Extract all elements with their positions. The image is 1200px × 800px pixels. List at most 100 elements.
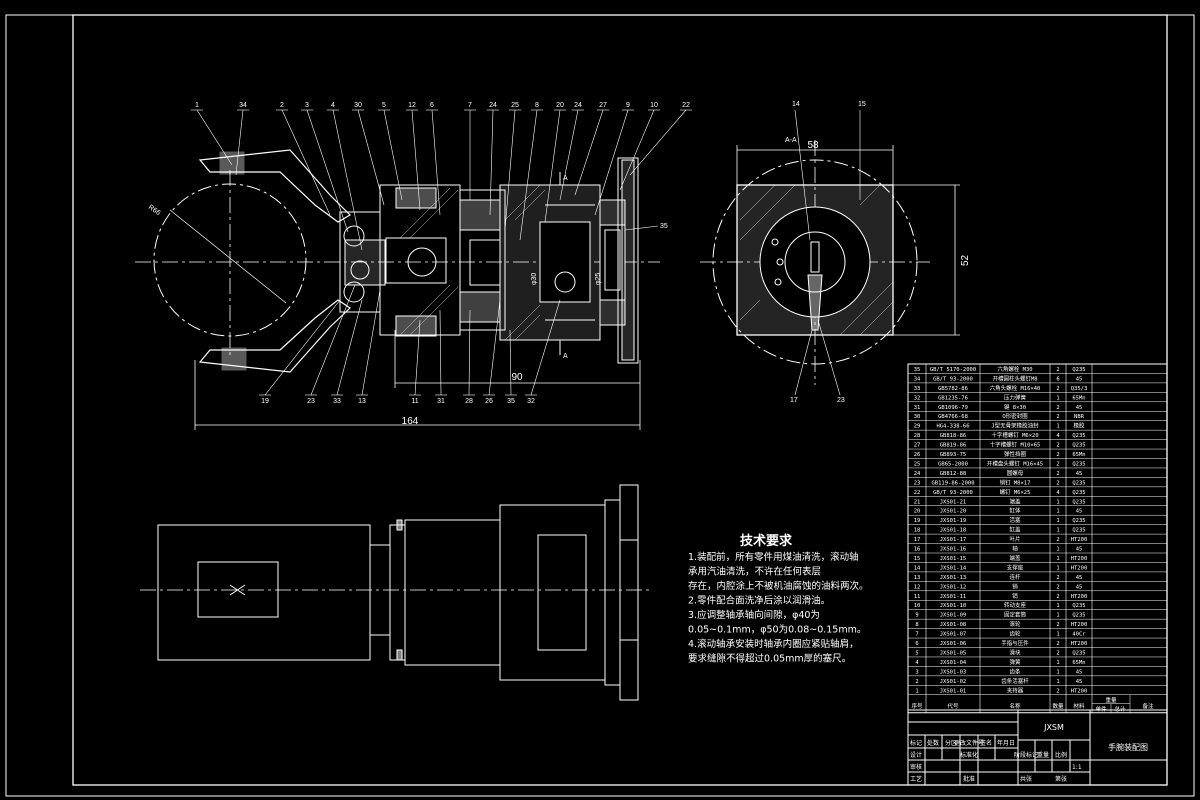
balloon-top-label: 24	[574, 102, 582, 109]
bom-cell: 2	[1056, 688, 1059, 694]
tech-req-line: 2.零件配合面洗净后涂以润滑油。	[688, 595, 830, 607]
bom-cell: 1	[1056, 424, 1059, 430]
balloon-top-label: 12	[408, 102, 416, 109]
bom-cell: 销	[1012, 582, 1018, 590]
bom-cell: 2	[1056, 594, 1059, 600]
title-block	[907, 709, 1168, 786]
bom-cell: 34	[914, 376, 921, 382]
bom-cell: 10	[914, 603, 921, 609]
tb-label: 年月日	[997, 739, 1015, 747]
bom-cell: 40Cr	[1072, 632, 1086, 638]
tb-label: 第张	[1055, 775, 1067, 783]
bom-cell: 65Mn	[1072, 452, 1085, 458]
balloon-top-label: 7	[468, 102, 472, 109]
tb-drawing-name: 手腕装配图	[1108, 742, 1148, 752]
bom-cell: 轴	[1012, 545, 1018, 553]
front-section-view	[135, 149, 660, 430]
bom-cell: 29	[914, 424, 921, 430]
bom-cell: 转动支座	[1004, 601, 1027, 609]
tech-req-line: 要求缝隙不得超过0.05mm厚的塞尺。	[688, 653, 851, 665]
bom-cell: 1	[1056, 547, 1059, 553]
bom-cell: GB819-86	[940, 443, 967, 449]
bom-cell: 4	[915, 660, 919, 666]
dim-overall-length: 164	[402, 416, 419, 427]
balloon-top-label: 9	[626, 102, 630, 109]
balloon-top-label: 22	[682, 102, 690, 109]
bom-cell: 叶片	[1009, 535, 1020, 543]
side-balloon-14: 14	[792, 101, 800, 108]
bom-header-weight: 重量	[1105, 696, 1117, 704]
bom-cell: 2	[1056, 414, 1059, 420]
bom-cell: 22	[914, 490, 921, 496]
tech-req-line: 存在，内腔涂上不被机油腐蚀的油料两次。	[688, 580, 869, 592]
bom-cell: 十字槽螺钉 M6×20	[991, 431, 1038, 439]
callout-35: 35	[660, 223, 668, 230]
bom-cell: JXS01-06	[940, 641, 967, 647]
bom-cell: 24	[914, 471, 921, 477]
tb-school: JXSM	[1043, 723, 1064, 732]
bom-cell: 6	[915, 641, 918, 647]
section-label: A-A	[785, 137, 797, 144]
bom-cell: 1	[1056, 679, 1059, 685]
bom-cell: 1	[1056, 565, 1059, 571]
bom-header-cell: 数量	[1052, 702, 1064, 710]
balloon-top-label: 24	[489, 102, 497, 109]
bom-cell: 45	[1076, 376, 1083, 382]
bom-cell: 65Mn	[1072, 395, 1085, 401]
bom-cell: GB893-75	[940, 452, 967, 458]
bom-cell: GB818-86	[940, 433, 967, 439]
bom-cell: 齿条活塞杆	[1001, 677, 1029, 685]
bom-cell: 45	[1076, 575, 1083, 581]
bom-cell: GB812-88	[940, 471, 967, 477]
bom-cell: Q235	[1072, 603, 1085, 609]
bom-cell: JXS01-21	[940, 499, 967, 505]
bom-cell: 23	[914, 480, 921, 486]
tb-label: 标记	[910, 739, 922, 747]
bom-cell: Q235	[1072, 367, 1085, 373]
bom-cell: 2	[1056, 622, 1059, 628]
tb-labels: 标记处数分区更改文件号签名年月日设计标准化阶段标记重量比例审核工艺批准共张第张	[910, 739, 1067, 783]
bom-cell: JXS01-08	[940, 622, 967, 628]
bom-cell: 2	[1056, 367, 1059, 373]
bom-cell: GB1235-76	[938, 395, 968, 401]
bom-cell: 2	[1056, 650, 1059, 656]
tb-label: 标准化	[960, 751, 978, 759]
top-view	[140, 484, 650, 701]
bom-cell: 螺钉 M6×25	[1000, 488, 1031, 496]
bom-cell: HT200	[1071, 688, 1088, 694]
bom-cell: 支撑座	[1007, 563, 1024, 571]
balloon-bottom-label: 23	[307, 398, 315, 405]
bom-cell: 27	[914, 443, 921, 449]
bom-cell: Q35/3	[1071, 386, 1088, 392]
bom-cell: 16	[914, 547, 921, 553]
bom-cell: Q235	[1072, 650, 1085, 656]
tech-req-lines: 1.装配前，所有零件用煤油清洗，滚动轴承用汽油清洗，不许在任何表层存在，内腔涂上…	[688, 551, 869, 665]
bom-cell: 缸体	[1009, 507, 1021, 515]
bom-cell: 齿条	[1009, 667, 1021, 675]
bom-cell: 1	[1056, 528, 1059, 534]
cut-mark-bottom: A	[563, 353, 568, 360]
bom-cell: 齿轮	[1009, 630, 1021, 638]
bom-cell: 1	[1056, 660, 1059, 666]
balloon-bottom-label: 19	[261, 398, 269, 405]
bom-cell: JXS01-19	[940, 518, 967, 524]
balloon-bottom-label: 33	[333, 398, 341, 405]
bom-cell: 11	[914, 594, 921, 600]
bom-cell: 4	[1056, 433, 1060, 439]
bom-cell: 1	[1056, 669, 1059, 675]
bom-cell: 2	[1056, 386, 1059, 392]
dim-side-height: 52	[960, 254, 971, 266]
bom-cell: 2	[1056, 584, 1059, 590]
bom-cell: 滑块	[1009, 648, 1021, 656]
bom-cell: HT200	[1071, 594, 1088, 600]
bom-cell: 1	[1056, 395, 1059, 401]
balloon-bottom-label: 11	[411, 398, 418, 405]
bom-cell: 2	[1056, 461, 1059, 467]
bom-cell: 45	[1076, 669, 1083, 675]
tb-label: 更改文件号	[954, 739, 984, 747]
bom-cell: 17	[914, 537, 921, 543]
dim-jaw-radius: R66	[147, 204, 162, 217]
bom-cell: JXS01-16	[940, 547, 967, 553]
